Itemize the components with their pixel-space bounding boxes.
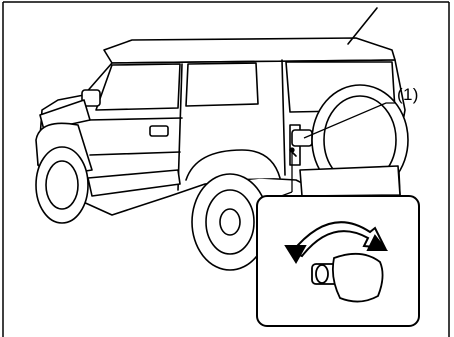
callout-label: (1) bbox=[397, 86, 419, 103]
inset-panel bbox=[257, 196, 419, 326]
